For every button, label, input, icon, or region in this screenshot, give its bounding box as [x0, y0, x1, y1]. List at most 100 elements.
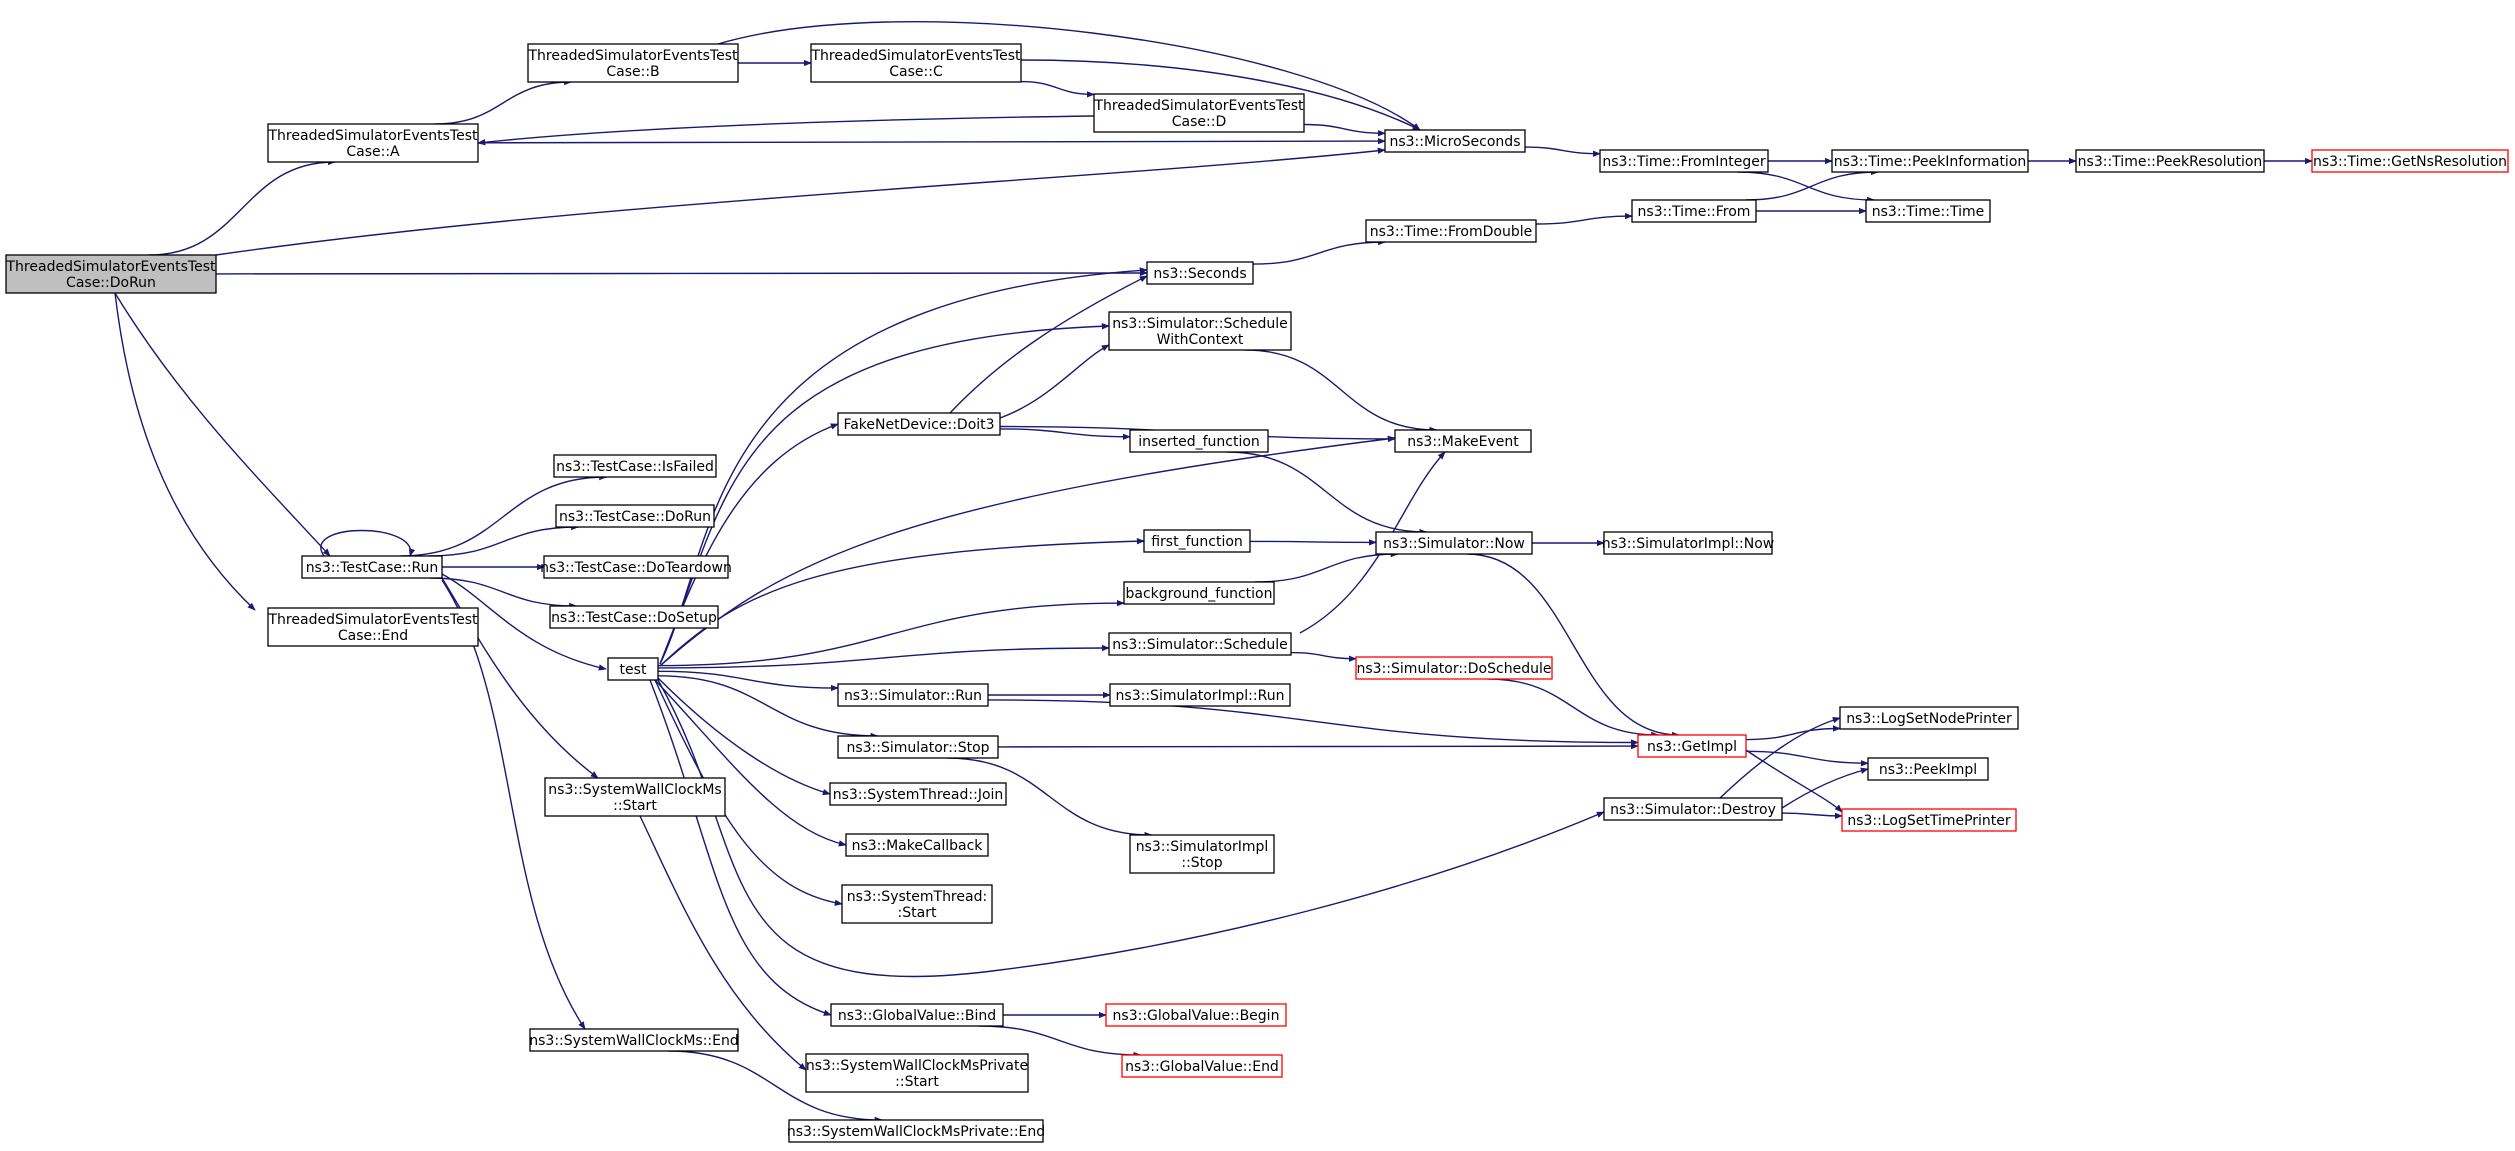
node-box: [1384, 129, 1526, 153]
edge-schedule-to-doschedule: [1290, 651, 1357, 662]
node-first[interactable]: first_function: [1143, 529, 1251, 553]
node-box: [1123, 581, 1275, 605]
edge-A-to-microseconds: [477, 137, 1386, 145]
node-test[interactable]: test: [607, 657, 659, 681]
node-tcrun[interactable]: ns3::TestCase::Run: [301, 555, 443, 579]
edge-test-to-schedwctx: [659, 323, 1110, 665]
node-box: [1143, 529, 1251, 553]
node-wcpend[interactable]: ns3::SystemWallClockMsPrivate::End: [787, 1119, 1045, 1143]
node-wcpstart[interactable]: ns3::SystemWallClockMsPrivate::Start: [805, 1053, 1029, 1093]
edge-test-to-seconds: [659, 267, 1148, 665]
edge-B-to-microseconds: [717, 20, 1421, 131]
node-from[interactable]: ns3::Time::From: [1631, 199, 1757, 223]
node-getnsres[interactable]: ns3::Time::GetNsResolution: [2311, 149, 2509, 173]
node-background[interactable]: background_function: [1123, 581, 1275, 605]
node-label: ::Start: [613, 798, 657, 814]
edge-first-to-simnow: [1249, 539, 1377, 546]
edge-fromint-to-time: [1737, 171, 1876, 204]
node-label: ns3::Simulator::Destroy: [1610, 802, 1776, 818]
node-threadstart[interactable]: ns3::SystemThread::Start: [841, 884, 993, 924]
edge-D-to-microseconds: [1303, 123, 1386, 137]
edge-destroy-to-lognode: [1719, 717, 1841, 799]
edge-doschedule-to-getimpl: [1487, 678, 1660, 739]
node-teardown[interactable]: ns3::TestCase::DoTeardown: [540, 555, 732, 579]
node-label: ns3::TestCase::Run: [306, 560, 439, 576]
edge-simnow-to-getimpl: [1466, 553, 1680, 739]
node-label: Case::End: [338, 628, 408, 644]
node-simrun[interactable]: ns3::Simulator::Run: [837, 683, 989, 707]
edge-wcend-to-wcpend: [668, 1050, 883, 1124]
node-box: [1093, 93, 1305, 133]
node-gvend[interactable]: ns3::GlobalValue::End: [1121, 1054, 1283, 1078]
node-label: ns3::Time::PeekResolution: [2078, 154, 2263, 170]
node-logtime[interactable]: ns3::LogSetTimePrinter: [1841, 808, 2017, 832]
edge-test-to-first: [659, 538, 1145, 667]
node-isfailed[interactable]: ns3::TestCase::IsFailed: [553, 454, 717, 478]
node-box: [1631, 199, 1757, 223]
node-schedule[interactable]: ns3::Simulator::Schedule: [1108, 632, 1292, 656]
node-peekres[interactable]: ns3::Time::PeekResolution: [2075, 149, 2265, 173]
node-wcend[interactable]: ns3::SystemWallClockMs::End: [529, 1028, 739, 1052]
edge-destroy-to-logtime: [1781, 812, 1843, 820]
node-peekimpl[interactable]: ns3::PeekImpl: [1867, 757, 1989, 781]
edge-dorun-to-seconds: [215, 269, 1148, 277]
edge-C-to-D: [1020, 80, 1095, 98]
node-time[interactable]: ns3::Time::Time: [1865, 199, 1991, 223]
edge-seconds-to-fromdouble: [1252, 238, 1387, 265]
node-simnow[interactable]: ns3::Simulator::Now: [1375, 531, 1533, 555]
node-label: ns3::Time::FromInteger: [1602, 154, 1765, 170]
node-doit3[interactable]: FakeNetDevice::Doit3: [837, 412, 1001, 436]
node-label: ns3::GlobalValue::Bind: [838, 1008, 996, 1024]
node-tcdorun[interactable]: ns3::TestCase::DoRun: [555, 504, 715, 528]
edge-D-to-A: [477, 115, 1095, 146]
node-box: [830, 1003, 1004, 1027]
node-box: [1375, 531, 1533, 555]
node-gvbind[interactable]: ns3::GlobalValue::Bind: [830, 1003, 1004, 1027]
node-join[interactable]: ns3::SystemThread::Join: [829, 782, 1007, 806]
node-label: ns3::TestCase::IsFailed: [556, 459, 714, 475]
node-lognode[interactable]: ns3::LogSetNodePrinter: [1839, 706, 2019, 730]
node-makecb[interactable]: ns3::MakeCallback: [845, 833, 989, 857]
node-box: [1108, 632, 1292, 656]
edge-doit3-to-inserted: [999, 428, 1131, 440]
node-label: ns3::Time::FromDouble: [1370, 224, 1533, 240]
node-makeevent[interactable]: ns3::MakeEvent: [1394, 429, 1532, 453]
node-getimpl[interactable]: ns3::GetImpl: [1637, 734, 1747, 758]
node-setup[interactable]: ns3::TestCase::DoSetup: [549, 605, 719, 629]
node-label: ThreadedSimulatorEventsTest: [528, 48, 738, 64]
node-destroy[interactable]: ns3::Simulator::Destroy: [1603, 797, 1783, 821]
node-implrun[interactable]: ns3::SimulatorImpl::Run: [1109, 683, 1291, 707]
node-fromint[interactable]: ns3::Time::FromInteger: [1599, 149, 1769, 173]
node-box: [549, 605, 719, 629]
node-label: ThreadedSimulatorEventsTest: [268, 612, 478, 628]
node-box: [529, 1028, 739, 1052]
node-microseconds[interactable]: ns3::MicroSeconds: [1384, 129, 1526, 153]
edge-test-to-schedule: [657, 644, 1110, 669]
node-implnow[interactable]: ns3::SimulatorImpl::Now: [1602, 531, 1775, 555]
node-label: :Start: [898, 905, 937, 921]
edge-tcrun-to-isfailed: [400, 473, 608, 557]
node-peekinfo[interactable]: ns3::Time::PeekInformation: [1831, 149, 2029, 173]
edge-test-to-simstop: [657, 675, 879, 740]
node-inserted[interactable]: inserted_function: [1129, 429, 1269, 453]
node-gvbegin[interactable]: ns3::GlobalValue::Begin: [1105, 1003, 1287, 1027]
node-label: ns3::SystemWallClockMs: [548, 782, 721, 798]
node-label: ns3::Simulator::Schedule: [1112, 637, 1288, 653]
node-label: ::Stop: [1181, 855, 1222, 871]
node-box: [841, 884, 993, 924]
node-doschedule[interactable]: ns3::Simulator::DoSchedule: [1355, 656, 1553, 680]
node-label: ns3::MakeCallback: [852, 838, 984, 854]
node-implstop[interactable]: ns3::SimulatorImpl::Stop: [1129, 834, 1275, 874]
node-simstop[interactable]: ns3::Simulator::Stop: [837, 735, 999, 759]
node-box: [837, 412, 1001, 436]
node-wcstart[interactable]: ns3::SystemWallClockMs::Start: [544, 777, 726, 817]
node-fromdouble[interactable]: ns3::Time::FromDouble: [1365, 219, 1537, 243]
node-seconds[interactable]: ns3::Seconds: [1146, 261, 1254, 285]
